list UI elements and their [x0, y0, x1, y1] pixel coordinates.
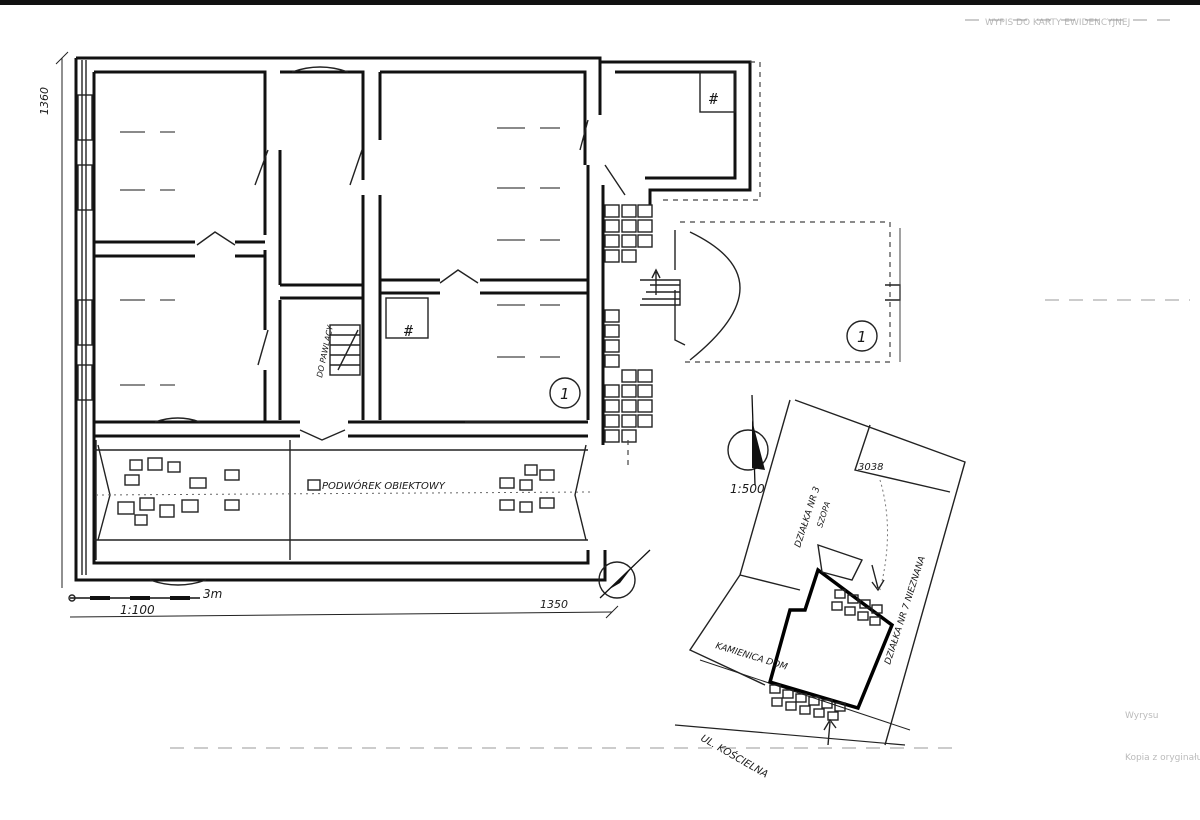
- courtyard-axis: [95, 491, 591, 496]
- chimney-box-annex: [699, 71, 736, 113]
- window-arc-top: [291, 66, 349, 73]
- dimension-width: 1350: [540, 598, 568, 611]
- label-shed: SZOPA: [815, 500, 832, 528]
- dimension-tick-height: [55, 51, 69, 65]
- street-line: [674, 724, 906, 746]
- site-plan: 1:500 3038 DZIAŁKA NR 3: [674, 394, 966, 781]
- window-arc-bottom: [149, 579, 207, 586]
- site-shed: [817, 543, 863, 581]
- room-number-annex: 1: [857, 328, 867, 346]
- dimension-line-width: [69, 611, 613, 618]
- annex-opening: [885, 284, 901, 301]
- wall-left-corridor: [263, 150, 282, 422]
- wall-hatch-left: [81, 60, 87, 575]
- site-building: [767, 567, 895, 711]
- room-number-circle-main: [549, 377, 581, 409]
- annex-room: [600, 60, 752, 205]
- inner-top-walls: [94, 70, 587, 150]
- windows-left: [77, 94, 93, 401]
- room-marks: [120, 127, 560, 386]
- street-edge: [699, 659, 911, 731]
- dimension-height: 1360: [38, 87, 51, 115]
- side-note-faint-1: Wyrysu: [1125, 711, 1159, 721]
- wall-left-middle: [94, 240, 265, 258]
- site-path: [879, 479, 888, 591]
- wall-courtyard: [94, 420, 588, 438]
- parcel-boundary-top: [854, 424, 951, 493]
- label-street: UL. KOŚCIELNA: [699, 731, 771, 780]
- parcel-outline-right: [794, 399, 966, 746]
- site-dimension-top: 3038: [858, 462, 883, 473]
- parcel-boundary-left: [739, 574, 801, 591]
- north-arrow-site-icon: [727, 394, 769, 486]
- courtyard-lines: [94, 449, 588, 541]
- room-number-circle-annex: [846, 320, 878, 352]
- chimney-box-main: [385, 297, 429, 339]
- courtyard-cobbles-left: [117, 457, 240, 526]
- courtyard-marker: [307, 479, 321, 491]
- label-courtyard: PODWÓREK OBIEKTOWY: [322, 479, 446, 492]
- side-note-faint-2: Kopia z oryginału: [1125, 753, 1200, 763]
- wall-corridor-middle: [280, 283, 363, 300]
- courtyard-cobbles-right: [499, 464, 555, 513]
- dimension-tick-width: [605, 605, 619, 619]
- outer-wall-inner: [92, 72, 590, 565]
- courtyard-divider: [95, 440, 291, 560]
- site-cobbles: [769, 589, 883, 721]
- annex-outline: [680, 221, 891, 363]
- site-entry-arrow-bottom-icon: [823, 718, 837, 746]
- outer-wall-outer: [74, 58, 607, 582]
- chimney-mark-main: #: [404, 322, 413, 340]
- annex-wall-left: [674, 230, 686, 346]
- annex-entry-stairs: [640, 268, 681, 306]
- stairs-attic: [329, 324, 361, 376]
- chimney-mark-annex: #: [709, 90, 718, 108]
- scale-main: 1:100: [120, 603, 155, 617]
- label-attic: DO PAWLACY: [315, 324, 335, 379]
- floor-plan: # # DO PAWLACY POD: [38, 51, 901, 619]
- label-parcel-right: DZIAŁKA NR 7 NIEZNANA: [883, 555, 928, 666]
- annex-arch: [689, 231, 741, 361]
- outer-wall-top: [76, 56, 602, 62]
- room-number-main: 1: [560, 385, 570, 403]
- parcel-outline-left: [688, 399, 791, 686]
- annex-dashed: [660, 61, 761, 201]
- site-entry-arrow-top-icon: [871, 564, 885, 592]
- scan-edge: [0, 0, 1200, 5]
- courtyard-cross: [97, 444, 587, 541]
- header-faint-text: WYPIS DO KARTY EWIDENCYJNEJ: [985, 18, 1130, 28]
- wall-right-exterior: [583, 62, 605, 445]
- window-arc-left-room: [154, 417, 201, 423]
- scale-bar: [68, 594, 200, 602]
- wall-corridor-right: [361, 72, 382, 420]
- paving-strip: [604, 204, 653, 443]
- scale-bar-label: 3m: [203, 587, 222, 601]
- north-arrow-main-icon: [598, 549, 651, 599]
- door-swings: [196, 119, 626, 441]
- wall-right-middle: [380, 278, 588, 295]
- site-scale: 1:500: [730, 482, 765, 496]
